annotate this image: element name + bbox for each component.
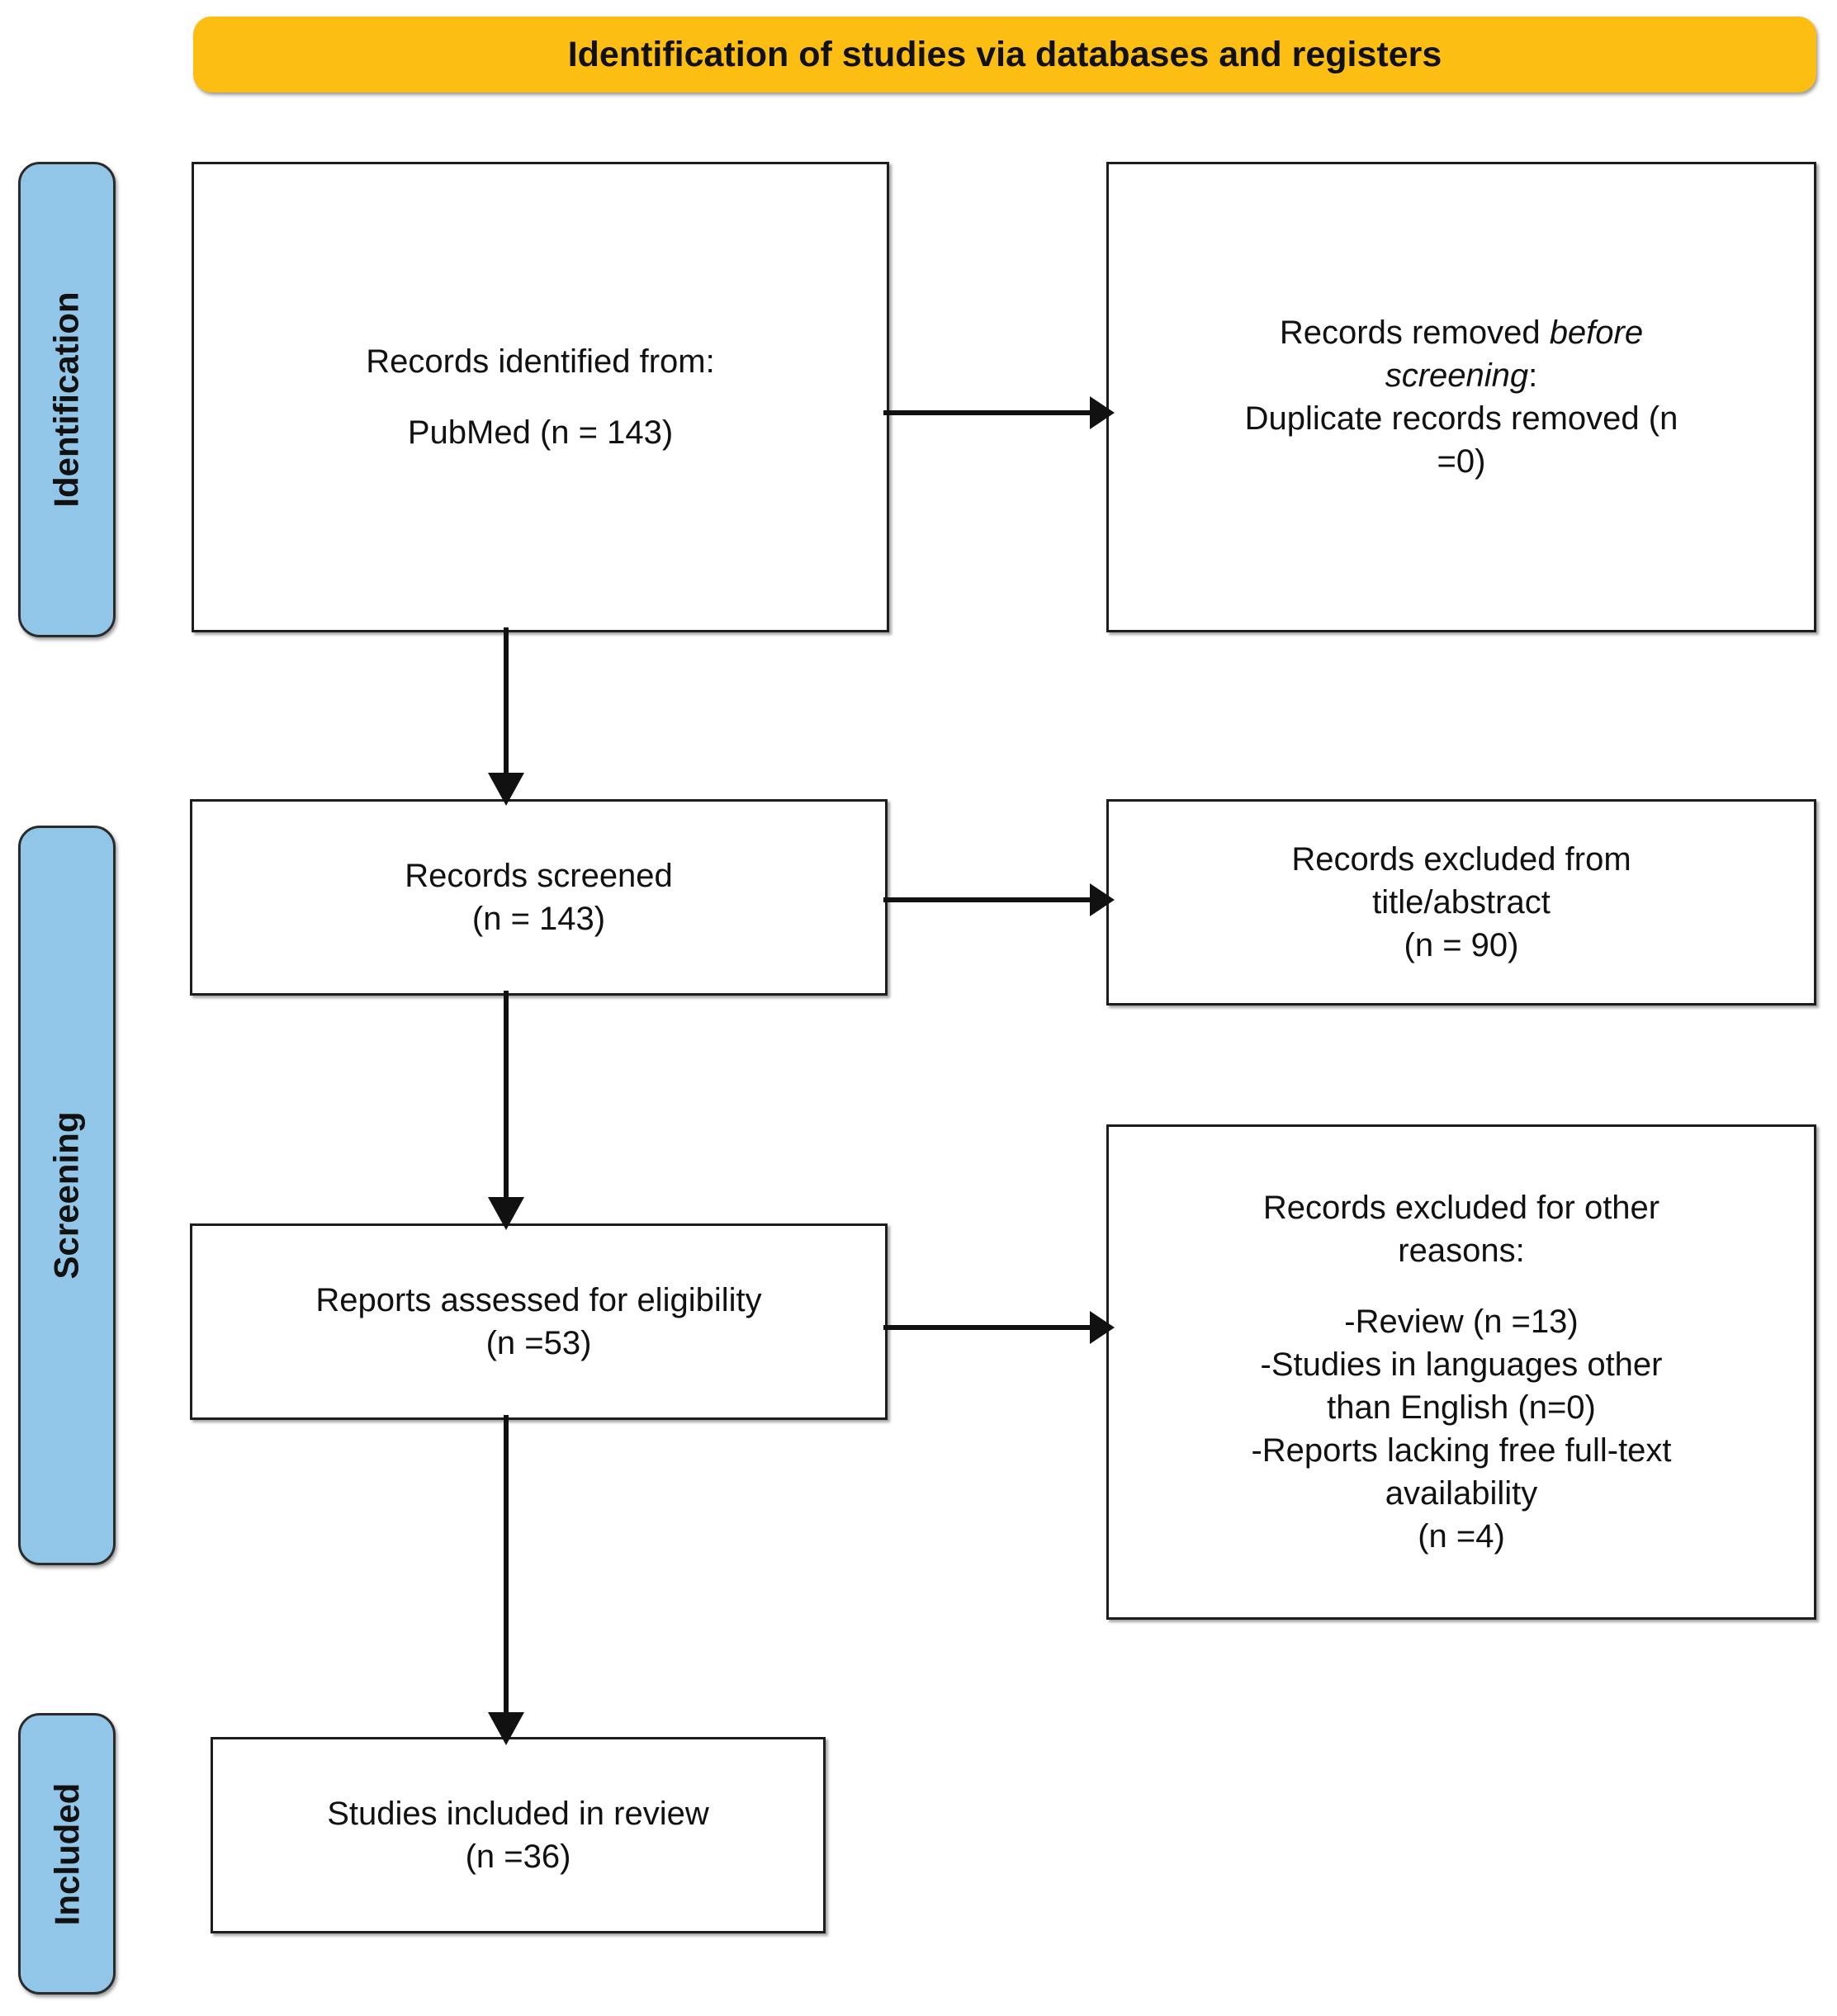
box-records-identified: Records identified from: PubMed (n = 143…	[192, 162, 889, 632]
box-excluded-or-line1: Records excluded for other	[1262, 1190, 1660, 1226]
box-excluded-or-reason-review: -Review (n =13)	[1344, 1304, 1579, 1340]
stage-label-screening: Screening	[18, 826, 116, 1565]
box-excluded-or-reason-fulltext-n: (n =4)	[1418, 1518, 1505, 1555]
box-records-removed-line2-italic: screening	[1385, 357, 1529, 394]
box-records-removed-line1-italic: before	[1549, 315, 1644, 351]
box-records-removed-line2-suffix: :	[1528, 357, 1538, 394]
box-records-identified-line1: Records identified from:	[366, 343, 715, 380]
box-reports-assessed-eligibility: Reports assessed for eligibility (n =53)	[190, 1223, 888, 1420]
box-records-removed-line4: =0)	[1437, 443, 1486, 480]
box-excluded-ta-line2: title/abstract	[1372, 884, 1551, 920]
box-excluded-ta-line1: Records excluded from	[1291, 841, 1631, 878]
box-records-removed-line1: Records removed before	[1120, 311, 1802, 354]
stage-label-identification-text: Identification	[47, 291, 86, 508]
box-excluded-or-line2: reasons:	[1398, 1233, 1525, 1269]
box-studies-included-in-review: Studies included in review (n =36)	[211, 1737, 826, 1933]
stage-label-included: Included	[18, 1713, 116, 1995]
arrow-screened-to-eligibility-icon	[488, 991, 524, 1230]
arrow-screened-to-excluded-title-abstract-icon	[883, 883, 1115, 916]
box-records-excluded-title-abstract: Records excluded from title/abstract (n …	[1106, 799, 1816, 1006]
box-records-removed-line3: Duplicate records removed (n	[1244, 400, 1678, 437]
box-eligibility-line2: (n =53)	[485, 1325, 592, 1361]
spacer	[1120, 1272, 1802, 1300]
diagram-title-banner: Identification of studies via databases …	[193, 17, 1816, 92]
arrow-identified-to-screened-icon	[488, 627, 524, 806]
box-records-identified-line2: PubMed (n = 143)	[407, 414, 674, 451]
stage-label-screening-text: Screening	[47, 1111, 87, 1280]
box-records-excluded-other-reasons: Records excluded for other reasons: -Rev…	[1106, 1124, 1816, 1620]
box-records-removed-line2: screening:	[1120, 354, 1802, 397]
box-excluded-or-reason-fulltext-1: -Reports lacking free full-text	[1251, 1432, 1672, 1469]
page-title: Identification of studies via databases …	[567, 34, 1442, 74]
box-excluded-ta-line3: (n = 90)	[1404, 927, 1519, 963]
box-records-screened-line2: (n = 143)	[471, 901, 606, 937]
box-records-screened-line1: Records screened	[405, 858, 673, 894]
box-included-line2: (n =36)	[465, 1839, 571, 1875]
box-records-removed-line1-prefix: Records removed	[1279, 315, 1550, 351]
box-excluded-or-reason-languages-2: than English (n=0)	[1327, 1389, 1596, 1426]
box-eligibility-line1: Reports assessed for eligibility	[315, 1282, 762, 1318]
box-excluded-or-reason-fulltext-2: availability	[1385, 1475, 1538, 1512]
arrow-identified-to-removed-icon	[883, 396, 1115, 429]
box-records-removed-before-screening: Records removed before screening: Duplic…	[1106, 162, 1816, 632]
stage-label-included-text: Included	[47, 1782, 86, 1925]
box-included-line1: Studies included in review	[327, 1796, 709, 1832]
box-records-screened: Records screened (n = 143)	[190, 799, 888, 996]
arrow-eligibility-to-excluded-other-icon	[883, 1311, 1115, 1344]
stage-label-identification: Identification	[18, 162, 116, 637]
spacer	[206, 383, 875, 411]
arrow-eligibility-to-included-icon	[488, 1415, 524, 1745]
box-excluded-or-reason-languages-1: -Studies in languages other	[1260, 1346, 1663, 1383]
